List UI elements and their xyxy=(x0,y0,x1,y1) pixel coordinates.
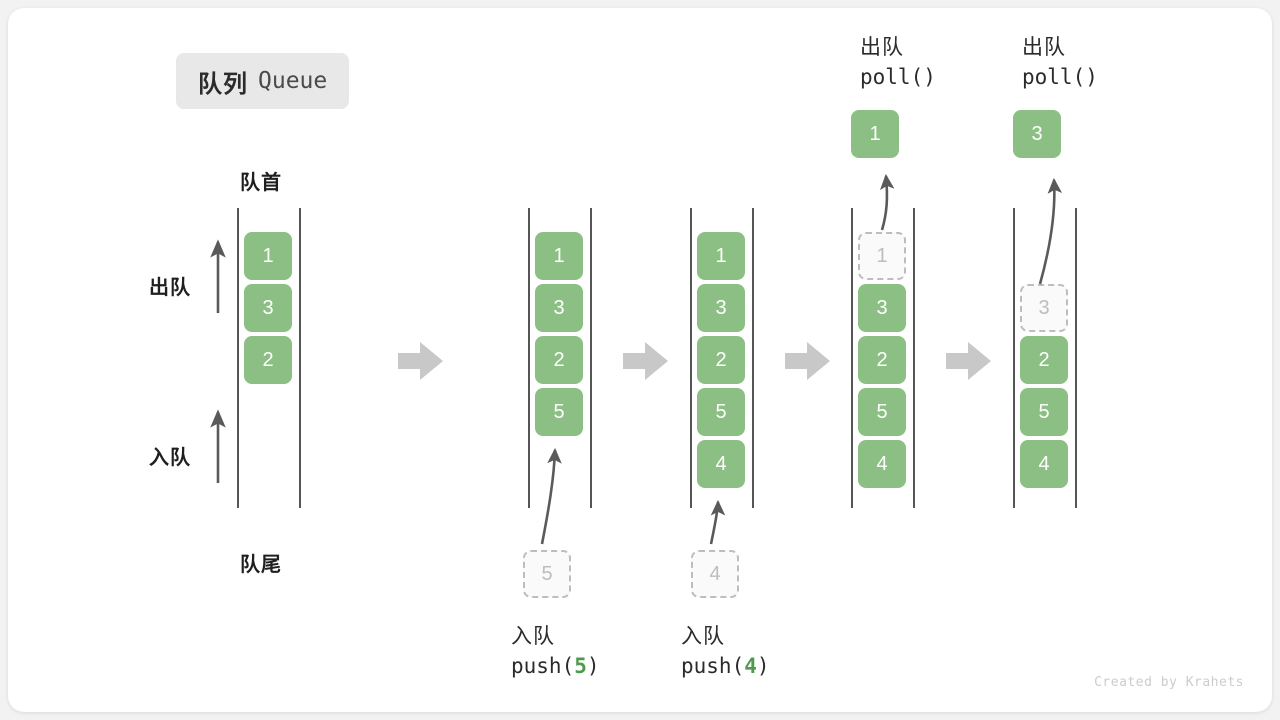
queue-rear-label: 队尾 xyxy=(240,554,282,576)
queue-cell: 2 xyxy=(697,336,745,384)
poll-label-first: 出队 poll() xyxy=(860,33,936,93)
push-first-arg: 5 xyxy=(574,653,587,678)
step-arrow-3 xyxy=(785,342,830,380)
queue-cell: 2 xyxy=(1020,336,1068,384)
poll-label-second-cn: 出队 xyxy=(1022,36,1066,59)
arrows-overlay xyxy=(210,173,1063,545)
rail-col5-right xyxy=(1075,208,1077,508)
push-label-second-code: push(4) xyxy=(681,652,770,682)
queue-cell: 5 xyxy=(535,388,583,436)
push-second-fn-open: push( xyxy=(681,653,745,678)
diagram-card: 队列 Queue 队首 队尾 出队 入队 出队 poll() 出队 poll()… xyxy=(8,8,1272,712)
queue-cell: 1 xyxy=(535,232,583,280)
queue-cell: 3 xyxy=(535,284,583,332)
outgoing-ghost-cell: 3 xyxy=(1020,284,1068,332)
queue-cell: 4 xyxy=(697,440,745,488)
queue-cell: 3 xyxy=(244,284,292,332)
push-second-arg: 4 xyxy=(744,653,757,678)
rail-col3-left xyxy=(690,208,692,508)
incoming-ghost-cell: 4 xyxy=(691,550,739,598)
outgoing-ghost-cell: 1 xyxy=(858,232,906,280)
rail-col1-left xyxy=(237,208,239,508)
poll-label-first-cn: 出队 xyxy=(860,36,904,59)
queue-cell: 1 xyxy=(697,232,745,280)
queue-cell: 5 xyxy=(697,388,745,436)
rail-col2-right xyxy=(590,208,592,508)
popped-cell: 1 xyxy=(851,110,899,158)
push-arrow-second xyxy=(709,499,726,545)
dequeue-direction-label: 出队 xyxy=(149,277,191,299)
rail-col2-left xyxy=(528,208,530,508)
step-arrow-1 xyxy=(398,342,443,380)
queue-cell: 2 xyxy=(858,336,906,384)
push-label-second-cn: 入队 xyxy=(681,625,725,648)
diagram-title-chip: 队列 Queue xyxy=(176,53,350,109)
poll-arrow-first xyxy=(879,173,895,231)
push-second-fn-close: ) xyxy=(756,653,770,678)
push-label-first-cn: 入队 xyxy=(511,625,555,648)
push-first-fn-open: push( xyxy=(511,653,575,678)
rail-col4-left xyxy=(851,208,853,508)
rail-col1-right xyxy=(299,208,301,508)
push-label-first-code: push(5) xyxy=(511,652,600,682)
poll-arrow-second xyxy=(1038,177,1063,285)
queue-cell: 4 xyxy=(1020,440,1068,488)
push-arrow-first xyxy=(540,447,562,545)
enqueue-direction-label: 入队 xyxy=(149,447,191,469)
queue-cell: 3 xyxy=(697,284,745,332)
push-label-second: 入队 push(4) xyxy=(681,622,770,682)
push-label-first: 入队 push(5) xyxy=(511,622,600,682)
queue-cell: 1 xyxy=(244,232,292,280)
queue-cell: 5 xyxy=(858,388,906,436)
poll-label-second: 出队 poll() xyxy=(1022,33,1098,93)
step-arrow-4 xyxy=(946,342,991,380)
watermark: Created by Krahets xyxy=(1094,675,1244,690)
queue-cell: 5 xyxy=(1020,388,1068,436)
push-first-fn-close: ) xyxy=(586,653,600,678)
queue-cell: 3 xyxy=(858,284,906,332)
queue-cell: 2 xyxy=(535,336,583,384)
queue-cell: 2 xyxy=(244,336,292,384)
rail-col5-left xyxy=(1013,208,1015,508)
poll-label-first-code: poll() xyxy=(860,64,936,89)
popped-cell: 3 xyxy=(1013,110,1061,158)
rail-col4-right xyxy=(913,208,915,508)
title-chinese: 队列 xyxy=(198,70,248,98)
rail-col3-right xyxy=(752,208,754,508)
queue-cell: 4 xyxy=(858,440,906,488)
queue-front-label: 队首 xyxy=(240,172,282,194)
poll-label-second-code: poll() xyxy=(1022,64,1098,89)
title-english: Queue xyxy=(258,68,328,94)
incoming-ghost-cell: 5 xyxy=(523,550,571,598)
step-arrow-2 xyxy=(623,342,668,380)
